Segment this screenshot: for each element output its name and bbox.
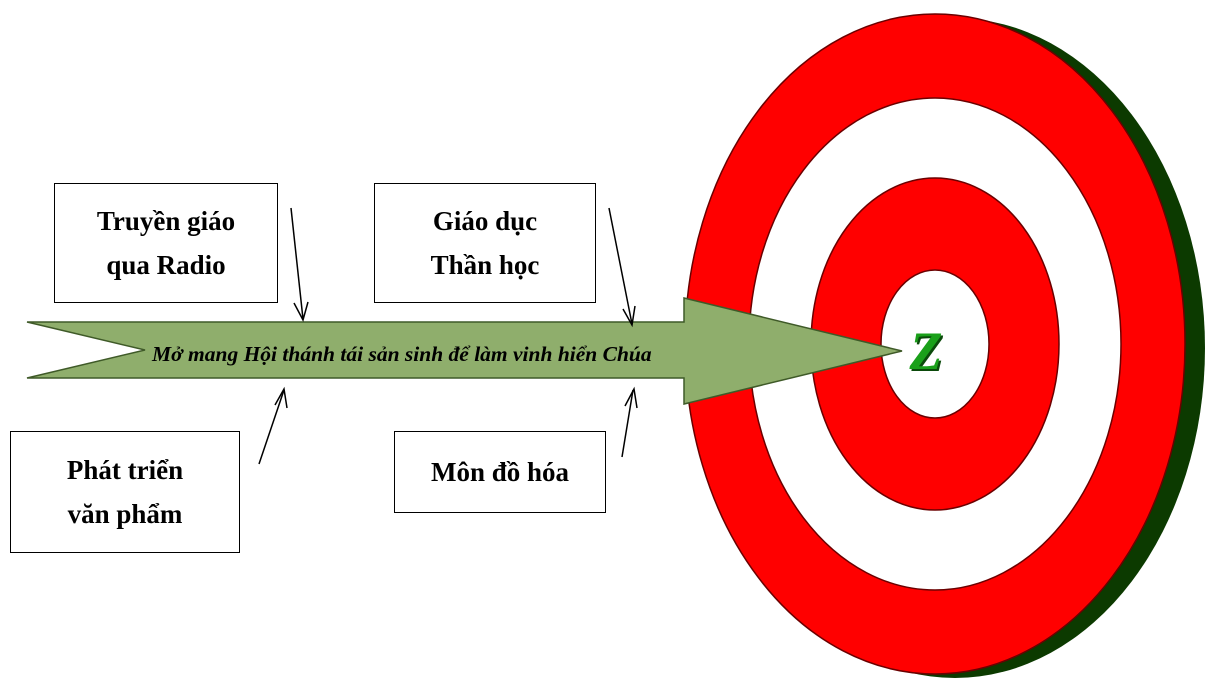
box-literature-development: Phát triển văn phẩm xyxy=(10,431,240,553)
box-discipleship: Môn đồ hóa xyxy=(394,431,606,513)
box-radio-evangelism: Truyền giáo qua Radio xyxy=(54,183,278,303)
target-letter: Z xyxy=(909,321,943,381)
box-theology-line-1: Giáo dục xyxy=(432,206,538,236)
main-arrow xyxy=(26,297,903,405)
box-literature-line-2: văn phẩm xyxy=(67,499,183,529)
connector-arrow-theology xyxy=(608,207,636,328)
box-theology-line-2: Thần học xyxy=(430,250,540,280)
box-literature-line-1: Phát triển xyxy=(66,455,184,485)
box-theology-education: Giáo dục Thần học xyxy=(374,183,596,303)
arrow-label: Mở mang Hội thánh tái sản sinh để làm vi… xyxy=(152,342,652,366)
connector-arrow-discipleship xyxy=(621,386,638,458)
connector-arrow-literature xyxy=(258,386,288,465)
target-bullseye xyxy=(880,269,990,419)
box-discipleship-line-1: Môn đồ hóa xyxy=(430,457,570,487)
box-radio-line-1: Truyền giáo xyxy=(96,206,236,236)
connector-arrow-radio xyxy=(290,207,309,323)
box-radio-line-2: qua Radio xyxy=(106,250,226,280)
